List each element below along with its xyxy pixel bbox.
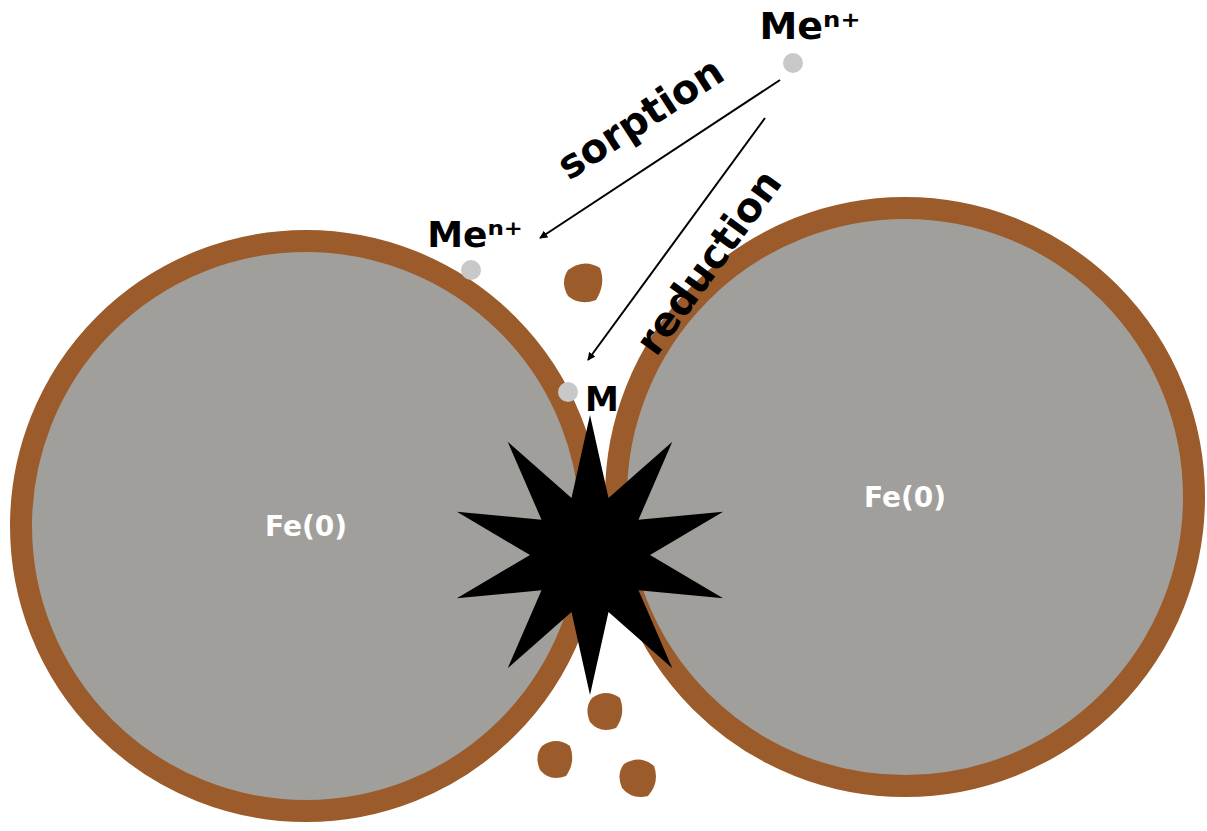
rust-particle [587, 693, 622, 730]
particle-label: Fe(0) [265, 510, 347, 543]
rust-particle [564, 263, 602, 302]
star-burst [457, 415, 723, 695]
metal-ion-label: Meⁿ⁺ [427, 214, 523, 255]
particle-label: Fe(0) [864, 481, 946, 514]
process-label: reduction [626, 161, 790, 363]
metal-label: M [585, 380, 619, 419]
metal-ion-label: Meⁿ⁺ [760, 5, 861, 49]
metal-ion-dot [783, 53, 803, 73]
rust-particle [619, 759, 656, 797]
rust-particle [537, 741, 572, 778]
metal-ion-dot [558, 382, 578, 402]
metal-ion-dot [461, 260, 481, 280]
process-label: sorption [548, 47, 731, 188]
